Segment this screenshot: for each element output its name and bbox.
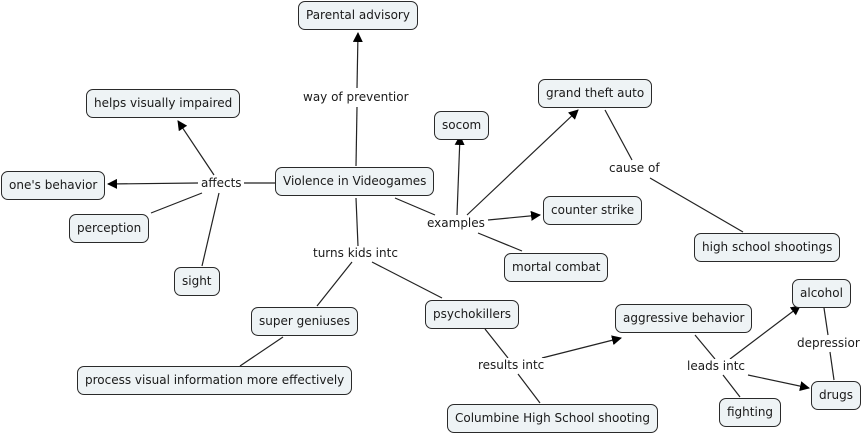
link-label-results: results intc bbox=[477, 358, 546, 372]
line-affects-sight bbox=[201, 192, 220, 267]
node-perception[interactable]: perception bbox=[69, 214, 150, 243]
line-results-columbine bbox=[517, 373, 541, 404]
line-turns-psycho bbox=[371, 261, 443, 299]
line-gta-cause bbox=[604, 109, 633, 161]
arrow-leads-drugs bbox=[747, 374, 810, 392]
node-socom[interactable]: socom bbox=[434, 111, 490, 140]
line-main-prevention bbox=[355, 106, 358, 167]
node-aggressive-behavior[interactable]: aggressive behavior bbox=[615, 304, 753, 333]
node-super-geniuses[interactable]: super geniuses bbox=[251, 307, 359, 336]
line-main-examples bbox=[394, 197, 436, 216]
node-ones-behavior[interactable]: one's behavior bbox=[1, 171, 106, 200]
link-label-turns: turns kids intc bbox=[312, 246, 399, 260]
link-label-depression: depressior bbox=[796, 336, 861, 350]
arrow-leads-alcohol bbox=[729, 305, 801, 360]
node-drugs[interactable]: drugs bbox=[811, 381, 862, 410]
line-main-turns bbox=[355, 197, 359, 247]
line-examples-mortal bbox=[477, 232, 523, 252]
line-psycho-results bbox=[484, 328, 509, 359]
node-helps-visually-impaired[interactable]: helps visually impaired bbox=[86, 89, 241, 118]
node-sight[interactable]: sight bbox=[174, 267, 220, 296]
node-parental-advisory[interactable]: Parental advisory bbox=[298, 1, 418, 30]
arrow-results-aggressive bbox=[541, 335, 622, 359]
arrow-examples-counter bbox=[487, 210, 541, 221]
line-leads-fighting bbox=[722, 374, 741, 398]
node-grand-theft-auto[interactable]: grand theft auto bbox=[538, 79, 653, 108]
link-label-leads: leads intc bbox=[686, 359, 746, 373]
line-turns-super bbox=[316, 261, 353, 307]
link-label-cause: cause of bbox=[608, 161, 661, 175]
node-columbine-shooting[interactable]: Columbine High School shooting bbox=[447, 404, 658, 433]
node-psychokillers[interactable]: psychokillers bbox=[425, 300, 520, 329]
arrow-prevention-parental bbox=[352, 32, 363, 89]
node-mortal-combat[interactable]: mortal combat bbox=[504, 253, 609, 282]
link-label-affects: affects bbox=[200, 176, 243, 190]
node-high-school-shootings[interactable]: high school shootings bbox=[694, 233, 841, 262]
arrow-affects-helps bbox=[177, 120, 215, 176]
arrow-examples-gta bbox=[466, 109, 579, 216]
arrow-affects-behavior bbox=[107, 178, 199, 189]
line-affects-perception bbox=[150, 192, 203, 214]
link-label-examples: examples bbox=[426, 216, 486, 230]
line-depression-drugs bbox=[829, 351, 835, 381]
line-alcohol-depression bbox=[823, 307, 829, 336]
node-process-visual-information[interactable]: process visual information more effectiv… bbox=[77, 366, 353, 395]
link-label-prevention: way of preventior bbox=[302, 90, 410, 104]
line-super-process bbox=[239, 336, 284, 367]
line-cause-hss bbox=[649, 177, 744, 233]
node-fighting[interactable]: fighting bbox=[719, 398, 782, 427]
line-aggressive-leads bbox=[694, 334, 716, 360]
node-counter-strike[interactable]: counter strike bbox=[543, 196, 643, 225]
arrow-examples-socom bbox=[454, 135, 465, 216]
node-alcohol[interactable]: alcohol bbox=[792, 279, 851, 308]
node-violence-in-videogames[interactable]: Violence in Videogames bbox=[275, 167, 435, 196]
